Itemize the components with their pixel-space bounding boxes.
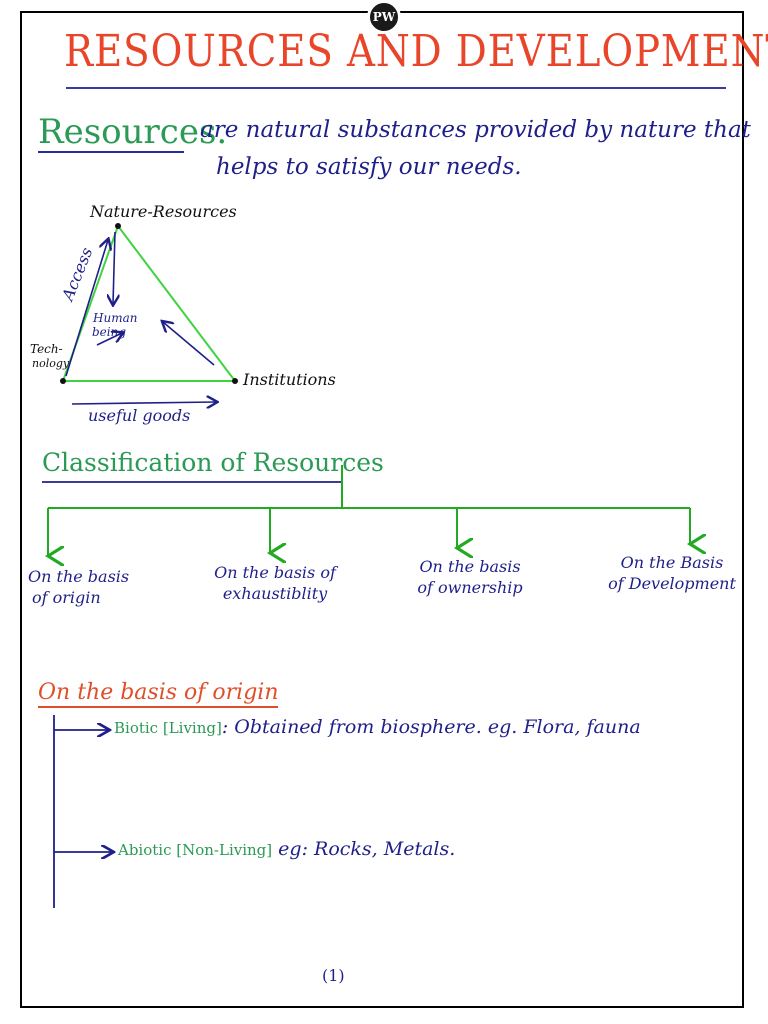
svg-text:PW: PW (373, 10, 396, 24)
label-human-line2: being (92, 325, 127, 339)
label-useful-goods: useful goods (88, 406, 191, 425)
biotic-description: Obtained from biosphere. eg. Flora, faun… (228, 716, 641, 738)
origin-item-abiotic: Abiotic [Non-Living] eg: Rocks, Metals. (118, 838, 455, 860)
branch-ownership-line2: of ownership (417, 578, 523, 597)
label-technology-line2: nology (32, 357, 70, 370)
abiotic-label: Abiotic [Non-Living] (118, 841, 273, 859)
branch-development-line2: of Development (608, 574, 736, 593)
resources-underline (38, 151, 184, 153)
biotic-separator: : (221, 716, 229, 738)
arrow-access (65, 240, 108, 377)
origin-heading: On the basis of origin (38, 680, 279, 705)
arrow-institutions-to-human (163, 322, 215, 366)
branch-ownership: On the basis of ownership (405, 556, 535, 598)
branch-exhaustibility-line1: On the basis of (214, 563, 336, 582)
label-institutions: Institutions (243, 370, 336, 389)
resources-definition-line2: helps to satisfy our needs. (216, 154, 522, 180)
branch-origin-line1: On the basis (28, 567, 130, 586)
origin-item-biotic: Biotic [Living]: Obtained from biosphere… (114, 716, 641, 738)
branch-development-line1: On the Basis (620, 553, 724, 572)
branch-exhaustibility: On the basis of exhaustiblity (200, 562, 350, 604)
branch-ownership-line1: On the basis (419, 557, 521, 576)
resources-definition-line1: are natural substances provided by natur… (200, 117, 751, 143)
resources-heading: Resources. (38, 112, 228, 152)
page-title: RESOURCES AND DEVELOPMENT (64, 26, 768, 77)
branch-origin: On the basis of origin (28, 566, 148, 608)
page-number: (1) (322, 966, 345, 985)
title-underline (66, 87, 726, 89)
classification-heading: Classification of Resources (42, 448, 384, 477)
arrow-technology-to-human (96, 333, 122, 346)
vertex-dot (232, 378, 238, 384)
arrow-nature-to-human (113, 231, 115, 304)
arrow-useful-goods (71, 402, 216, 404)
pw-logo-icon: PW (373, 10, 396, 24)
label-technology-line1: Tech- (30, 342, 63, 356)
abiotic-description: eg: Rocks, Metals. (272, 838, 456, 860)
label-human-line1: Human (93, 311, 138, 325)
branch-development: On the Basis of Development (602, 552, 742, 594)
branch-origin-line2: of origin (32, 588, 101, 607)
origin-underline (38, 706, 278, 708)
branch-exhaustibility-line2: exhaustiblity (222, 584, 328, 603)
biotic-label: Biotic [Living] (114, 719, 222, 737)
pw-logo: PW (367, 0, 401, 34)
vertex-dot (115, 223, 121, 229)
vertex-dot (60, 378, 66, 384)
label-nature-resources: Nature-Resources (90, 202, 237, 221)
